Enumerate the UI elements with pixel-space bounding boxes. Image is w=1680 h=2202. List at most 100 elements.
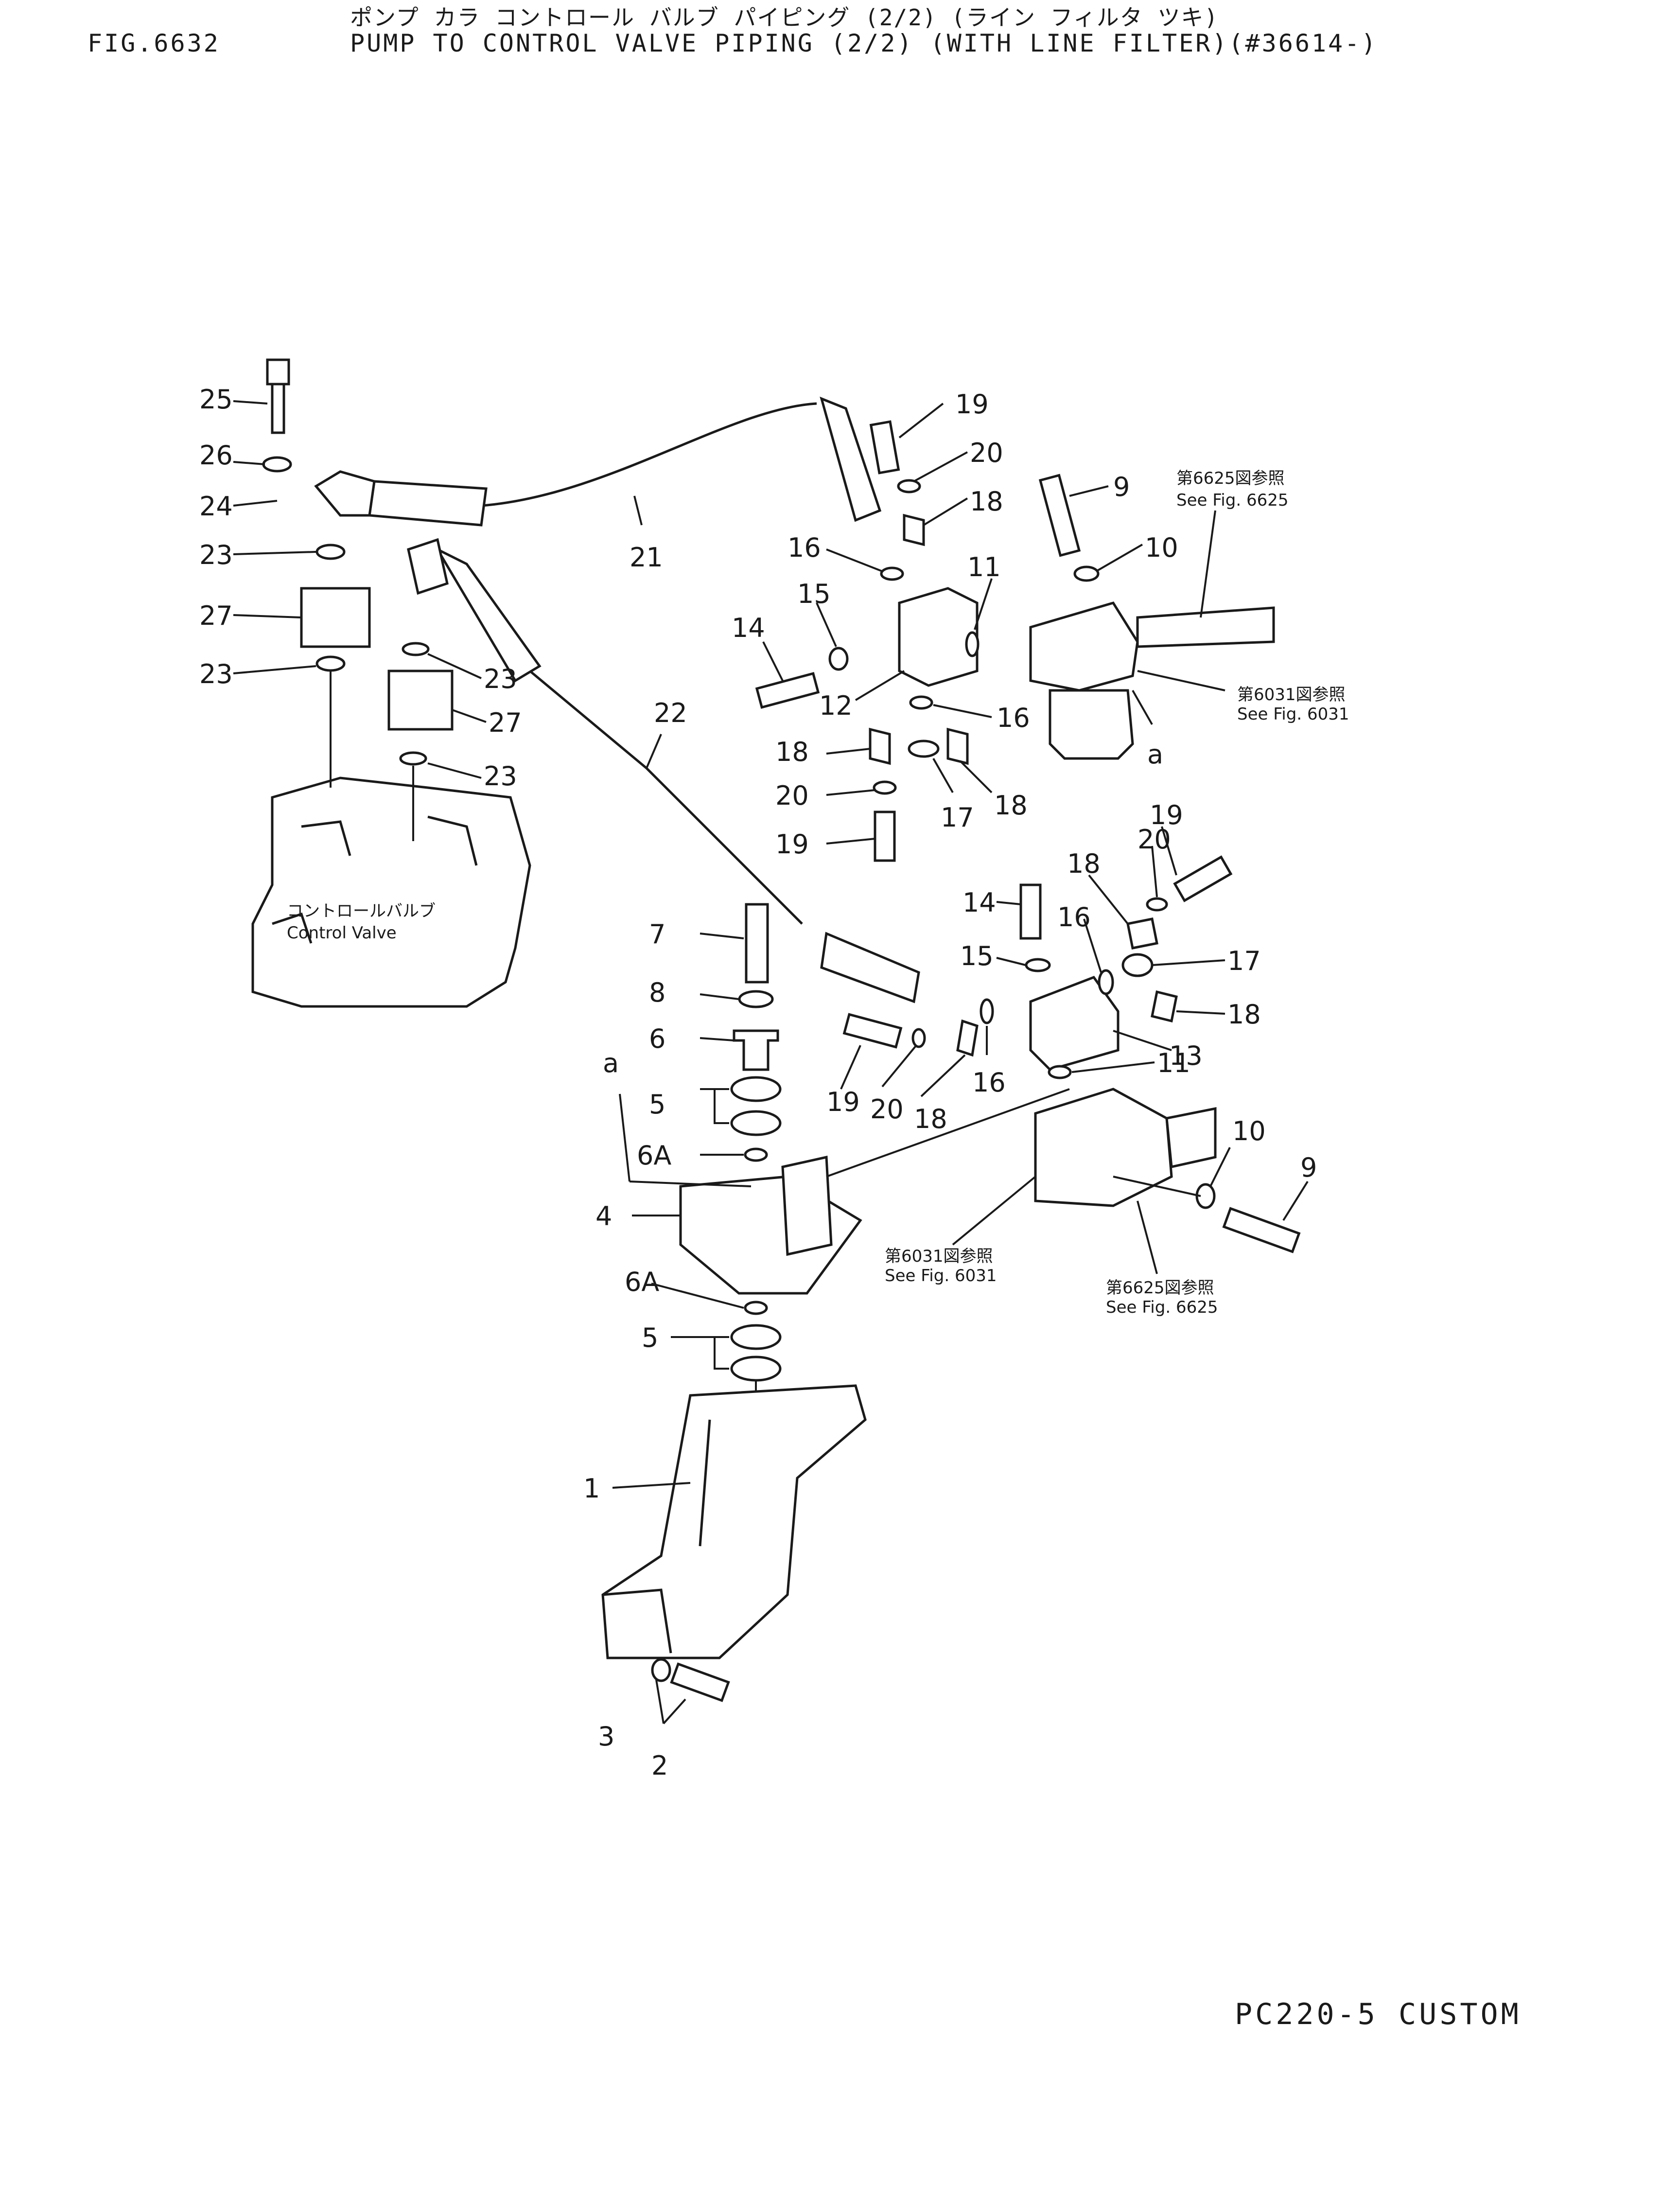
callout-6: 6 bbox=[649, 1023, 665, 1054]
bolt-9-upper bbox=[1038, 474, 1081, 557]
callout-23-a: 23 bbox=[199, 540, 233, 570]
oring-11-lower bbox=[1048, 1065, 1072, 1079]
callout-19-a: 19 bbox=[775, 829, 809, 860]
leader-lines bbox=[233, 400, 1309, 1725]
bolt-2 bbox=[670, 1662, 730, 1702]
bolt-19-a bbox=[874, 810, 896, 862]
bolt-25-shank bbox=[271, 383, 285, 434]
callout-14-lower: 14 bbox=[962, 887, 996, 918]
control-valve bbox=[251, 776, 531, 1008]
callout-13: 13 bbox=[1169, 1040, 1203, 1071]
ref-fig6625-upper-en: See Fig. 6625 bbox=[1176, 491, 1288, 510]
label-control-valve-en: Control Valve bbox=[287, 923, 397, 943]
callout-9-lower: 9 bbox=[1300, 1152, 1317, 1183]
callout-16-b: 16 bbox=[997, 703, 1030, 733]
callout-7: 7 bbox=[649, 919, 665, 950]
title-japanese: ポンプ カラ コントロール バルブ パイピング (2/2) (ライン フィルタ … bbox=[350, 4, 1219, 31]
oring-16-a bbox=[880, 566, 904, 581]
callout-19-b: 19 bbox=[1150, 800, 1183, 830]
callout-23-b: 23 bbox=[199, 659, 233, 689]
callout-19-top: 19 bbox=[955, 389, 989, 420]
clamp-18-e bbox=[956, 1019, 979, 1057]
ref-fig6031-upper-jp: 第6031図参照 bbox=[1237, 685, 1346, 705]
hose-21 bbox=[314, 396, 882, 527]
washer-15-lower bbox=[1025, 958, 1051, 972]
block-12 bbox=[898, 587, 979, 687]
washer-6a-upper bbox=[744, 1147, 768, 1162]
callout-17-lower: 17 bbox=[1227, 946, 1261, 976]
callout-27-a: 27 bbox=[199, 600, 233, 631]
bolt-7 bbox=[745, 903, 769, 984]
bracket-1-edges bbox=[602, 1419, 711, 1654]
callout-22: 22 bbox=[654, 698, 687, 728]
callout-1: 1 bbox=[583, 1473, 600, 1504]
washer-26 bbox=[262, 456, 292, 473]
callout-12: 12 bbox=[819, 690, 853, 721]
callout-16-d: 16 bbox=[972, 1067, 1006, 1098]
block-13 bbox=[1029, 975, 1120, 1071]
label-control-valve-jp: コントロールバルブ bbox=[287, 901, 436, 921]
callout-25: 25 bbox=[199, 384, 233, 415]
ref-fig6031-lower-jp: 第6031図参照 bbox=[885, 1247, 993, 1266]
callout-2: 2 bbox=[651, 1750, 668, 1781]
callout-16-c: 16 bbox=[1057, 902, 1091, 933]
oring-16-b bbox=[909, 695, 933, 710]
callout-18-a: 18 bbox=[775, 737, 809, 767]
callout-3: 3 bbox=[598, 1721, 614, 1752]
callout-11-lower: 11 bbox=[1157, 1048, 1190, 1078]
callout-23-d: 23 bbox=[484, 761, 517, 792]
callout-19-c: 19 bbox=[826, 1087, 860, 1117]
ref-fig6625-lower-jp: 第6625図参照 bbox=[1106, 1278, 1214, 1298]
ref-fig6625-lower-en: See Fig. 6625 bbox=[1106, 1298, 1218, 1317]
washer-10-upper bbox=[1073, 565, 1100, 582]
oring-23-d bbox=[399, 751, 427, 766]
callout-14-upper: 14 bbox=[732, 613, 765, 643]
filter-head-upper bbox=[1029, 601, 1139, 692]
callout-10-upper: 10 bbox=[1145, 532, 1178, 563]
bracket-1 bbox=[601, 1384, 867, 1659]
callout-4: 4 bbox=[595, 1201, 612, 1232]
callout-23-c: 23 bbox=[484, 664, 517, 694]
oring-16-d bbox=[980, 998, 994, 1024]
collar-6 bbox=[733, 1029, 779, 1071]
callout-16-a: 16 bbox=[788, 532, 821, 563]
callout-17-upper: 17 bbox=[941, 802, 974, 833]
callout-6a-lower: 6A bbox=[625, 1267, 659, 1297]
callout-18-top: 18 bbox=[970, 486, 1003, 517]
callout-20-a: 20 bbox=[775, 780, 809, 811]
oring-23-a bbox=[315, 544, 346, 560]
callout-a-right: a bbox=[1147, 739, 1163, 770]
washer-8 bbox=[738, 990, 774, 1008]
clamp-18-b bbox=[946, 727, 969, 765]
flange-17-lower bbox=[1121, 953, 1154, 977]
washer-15-upper bbox=[828, 647, 849, 671]
oring-16-c bbox=[1098, 969, 1114, 995]
reference-notes: 第6625図参照 See Fig. 6625 第6031図参照 See Fig.… bbox=[287, 469, 1349, 1317]
callout-5-upper: 5 bbox=[649, 1089, 665, 1120]
callout-18-c: 18 bbox=[1067, 848, 1101, 879]
cushion-5-upper-a bbox=[730, 1076, 782, 1102]
clamp-18-d bbox=[1151, 990, 1178, 1023]
figure-number: FIG.6632 bbox=[88, 29, 220, 57]
callout-6a-upper: 6A bbox=[637, 1140, 671, 1171]
flange-17-upper bbox=[908, 740, 940, 758]
bolt-9-lower bbox=[1222, 1207, 1301, 1253]
callout-15-upper: 15 bbox=[797, 579, 831, 609]
callouts: 25 26 24 23 27 23 23 27 23 21 22 7 8 6 a… bbox=[199, 384, 1317, 1781]
washer-20-a bbox=[873, 780, 897, 795]
filter-head-lower bbox=[1034, 1088, 1173, 1207]
callout-20-top: 20 bbox=[970, 438, 1003, 468]
ref-fig6625-upper-jp: 第6625図参照 bbox=[1176, 469, 1285, 488]
bolt-19-b bbox=[1173, 855, 1233, 902]
washer-3 bbox=[651, 1658, 671, 1682]
callout-20-b: 20 bbox=[1138, 824, 1171, 855]
model-name: PC220-5 CUSTOM bbox=[1235, 1997, 1522, 2031]
washer-6a-lower bbox=[744, 1301, 768, 1315]
block-27-lower bbox=[387, 669, 454, 731]
washer-20-b bbox=[1146, 897, 1168, 912]
callout-20-c: 20 bbox=[870, 1094, 904, 1125]
ref-fig6031-upper-en: See Fig. 6031 bbox=[1237, 705, 1349, 724]
callout-27-b: 27 bbox=[489, 707, 522, 738]
clamp-18-c bbox=[1126, 917, 1158, 950]
